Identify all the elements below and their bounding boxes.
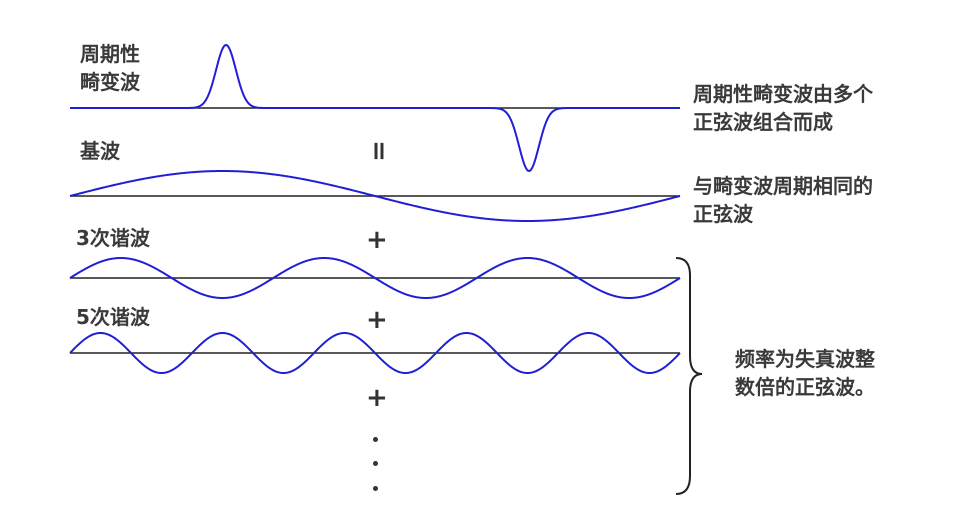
plus-sign-3: + bbox=[366, 383, 388, 413]
annotation-harmonics-line2: 数倍的正弦波。 bbox=[735, 375, 875, 399]
label-distorted-wave-line2: 畸变波 bbox=[80, 70, 140, 94]
annotation-fundamental: 与畸变波周期相同的 正弦波 bbox=[693, 172, 873, 228]
annotation-composition-line2: 正弦波组合而成 bbox=[693, 110, 833, 134]
plus-sign-1: + bbox=[366, 225, 388, 255]
annotation-fundamental-line1: 与畸变波周期相同的 bbox=[693, 174, 873, 198]
plus-sign-2: + bbox=[366, 305, 388, 335]
label-distorted-wave: 周期性 畸变波 bbox=[80, 40, 140, 96]
distorted-wave-curve bbox=[70, 43, 680, 173]
annotation-fundamental-line2: 正弦波 bbox=[693, 202, 753, 226]
annotation-harmonics: 频率为失真波整 数倍的正弦波。 bbox=[735, 345, 875, 401]
equals-sign: = bbox=[363, 140, 394, 162]
harmonic3-wave-curve bbox=[69, 256, 681, 300]
annotation-harmonics-line1: 频率为失真波整 bbox=[735, 347, 875, 371]
label-fundamental: 基波 bbox=[80, 139, 120, 163]
label-harmonic3: 3次谐波 bbox=[76, 226, 150, 250]
label-distorted-wave-line1: 周期性 bbox=[80, 42, 140, 66]
label-harmonic5: 5次谐波 bbox=[76, 305, 150, 329]
annotation-composition-line1: 周期性畸变波由多个 bbox=[693, 82, 873, 106]
annotation-composition: 周期性畸变波由多个 正弦波组合而成 bbox=[693, 80, 873, 136]
fundamental-wave-curve bbox=[69, 170, 681, 222]
harmonic5-wave-curve bbox=[69, 331, 681, 375]
ellipsis-dot-1 bbox=[373, 437, 378, 442]
harmonics-brace bbox=[675, 257, 703, 495]
ellipsis-dot-3 bbox=[373, 486, 378, 491]
ellipsis-dot-2 bbox=[373, 461, 378, 466]
